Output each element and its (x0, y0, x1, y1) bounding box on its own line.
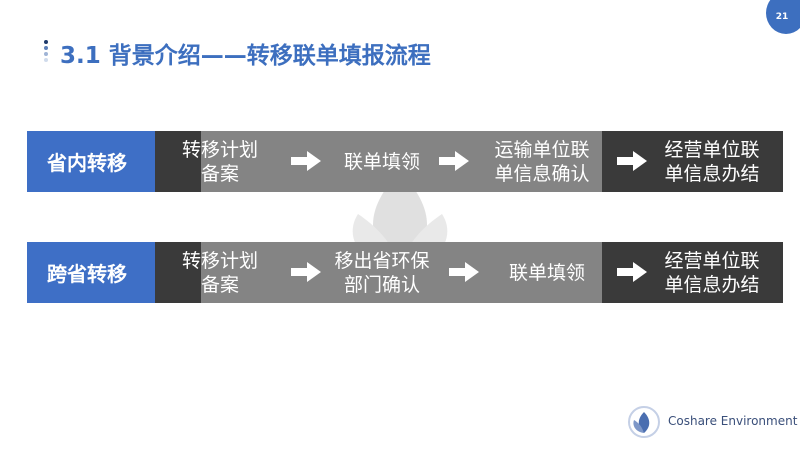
row-label: 省内转移 (27, 131, 162, 192)
flow-step: 转移计划 备案 (181, 249, 258, 296)
flow-step: 移出省环保 部门确认 (334, 249, 430, 296)
page-number: 21 (766, 0, 800, 34)
flow-row-intra-province: 省内转移 转移计划 备案 联单填领 运输单位联 单信息确认 经营单位联 单信息办… (27, 131, 783, 192)
page-title: 3.1 背景介绍——转移联单填报流程 (60, 43, 431, 69)
flow-step: 转移计划 备案 (181, 138, 258, 185)
row-label: 跨省转移 (27, 242, 162, 303)
flow-step: 经营单位联 单信息办结 (664, 138, 760, 185)
brand-name: Coshare Environment (668, 414, 798, 428)
arrow-right-icon (291, 151, 321, 171)
arrow-right-icon (617, 262, 647, 282)
brand-logo-icon (628, 406, 660, 438)
arrow-right-icon (449, 262, 479, 282)
flow-step: 联单填领 (343, 150, 420, 173)
flow-step: 运输单位联 单信息确认 (494, 138, 590, 185)
flow-step: 经营单位联 单信息办结 (664, 249, 760, 296)
arrow-right-icon (291, 262, 321, 282)
title-bullet-icon (44, 40, 48, 64)
arrow-right-icon (439, 151, 469, 171)
arrow-right-icon (617, 151, 647, 171)
flow-row-inter-province: 跨省转移 转移计划 备案 移出省环保 部门确认 联单填领 经营单位联 单信息办结 (27, 242, 783, 303)
flow-step: 联单填领 (508, 261, 585, 284)
